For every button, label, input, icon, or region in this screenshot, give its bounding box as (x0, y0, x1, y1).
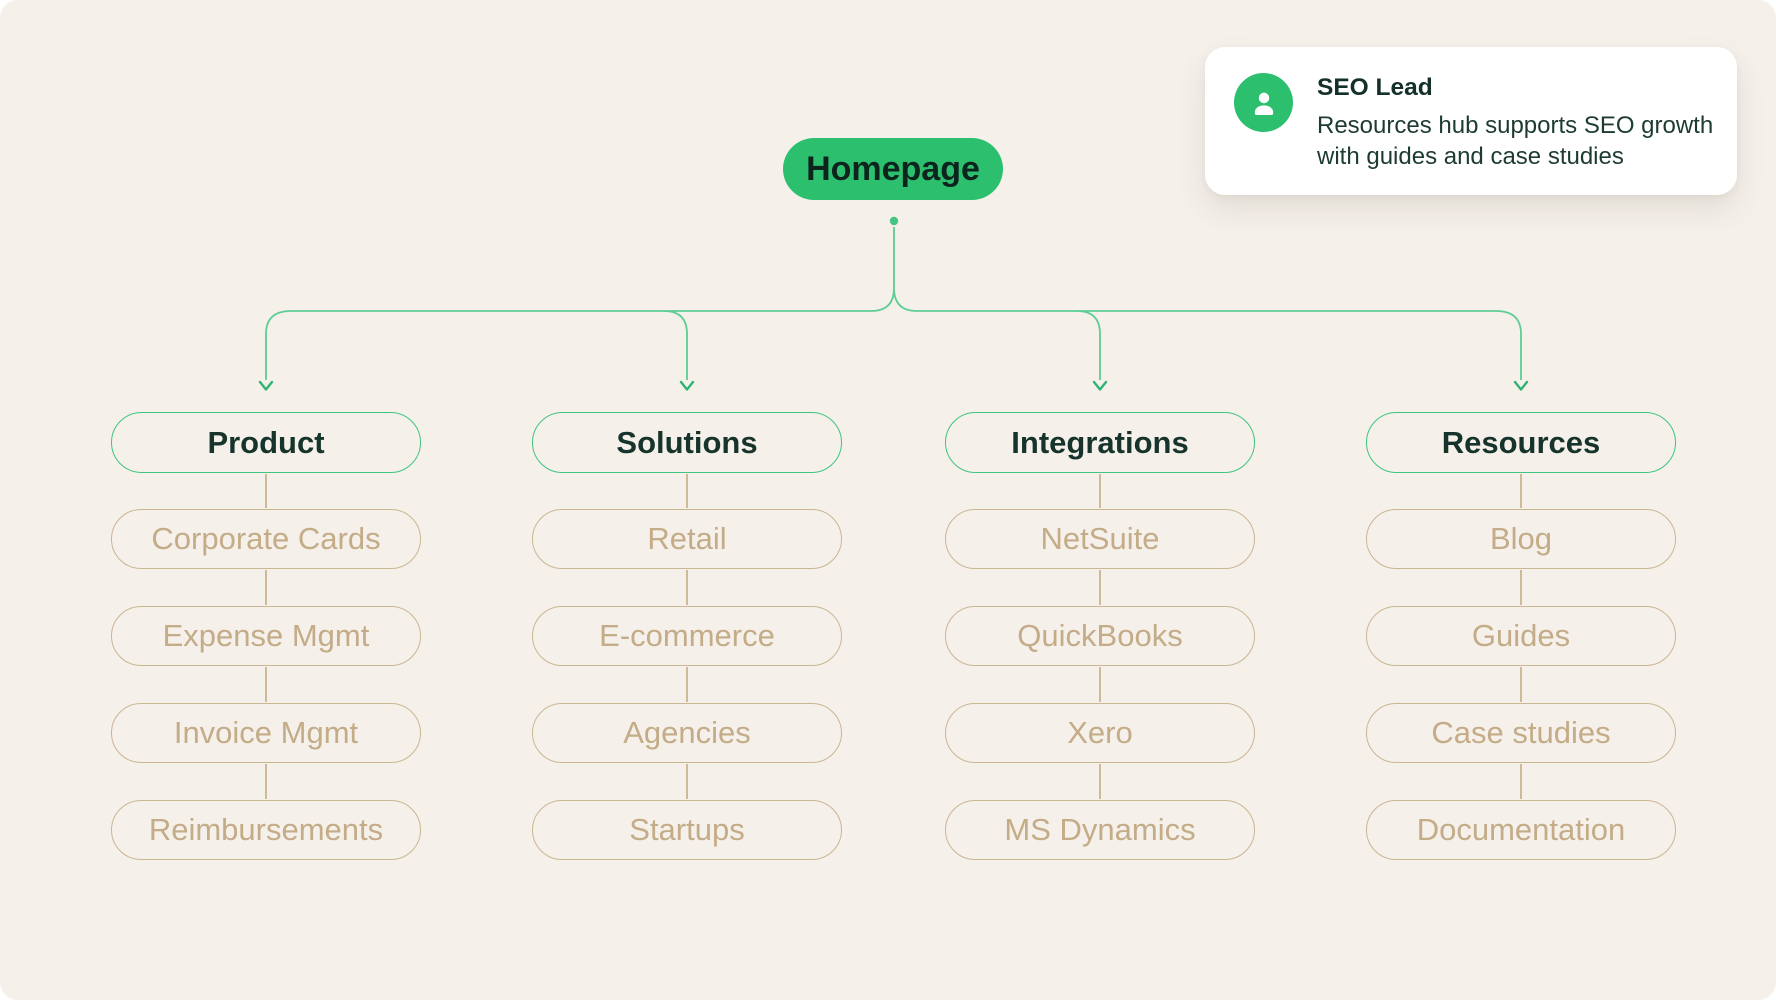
node-reimbursements[interactable]: Reimbursements (111, 800, 421, 860)
node-e-commerce[interactable]: E-commerce (532, 606, 842, 666)
node-corporate-cards[interactable]: Corporate Cards (111, 509, 421, 569)
person-icon (1254, 92, 1273, 115)
callout-card: SEO Lead Resources hub supports SEO grow… (1205, 47, 1737, 195)
node-invoice-mgmt[interactable]: Invoice Mgmt (111, 703, 421, 763)
connector-tan-lines (265, 474, 1522, 799)
node-integrations[interactable]: Integrations (945, 412, 1255, 473)
node-case-studies[interactable]: Case studies (1366, 703, 1676, 763)
connector-arrowheads (258, 380, 1529, 391)
connector-tree (265, 227, 1522, 380)
callout-text: SEO Lead Resources hub supports SEO grow… (1317, 73, 1727, 172)
node-retail[interactable]: Retail (532, 509, 842, 569)
node-quickbooks[interactable]: QuickBooks (945, 606, 1255, 666)
node-homepage[interactable]: Homepage (783, 138, 1003, 200)
node-guides[interactable]: Guides (1366, 606, 1676, 666)
node-startups[interactable]: Startups (532, 800, 842, 860)
node-product[interactable]: Product (111, 412, 421, 473)
node-ms-dynamics[interactable]: MS Dynamics (945, 800, 1255, 860)
node-blog[interactable]: Blog (1366, 509, 1676, 569)
node-netsuite[interactable]: NetSuite (945, 509, 1255, 569)
callout-description: Resources hub supports SEO growth with g… (1317, 110, 1727, 172)
root-connector-dot (889, 216, 899, 226)
node-xero[interactable]: Xero (945, 703, 1255, 763)
node-expense-mgmt[interactable]: Expense Mgmt (111, 606, 421, 666)
node-resources[interactable]: Resources (1366, 412, 1676, 473)
node-agencies[interactable]: Agencies (532, 703, 842, 763)
node-documentation[interactable]: Documentation (1366, 800, 1676, 860)
callout-description-line1: Resources hub supports SEO growth (1317, 112, 1714, 139)
callout-title: SEO Lead (1317, 74, 1433, 101)
avatar (1234, 73, 1293, 132)
node-solutions[interactable]: Solutions (532, 412, 842, 473)
callout-description-line2: with guides and case studies (1317, 143, 1624, 170)
